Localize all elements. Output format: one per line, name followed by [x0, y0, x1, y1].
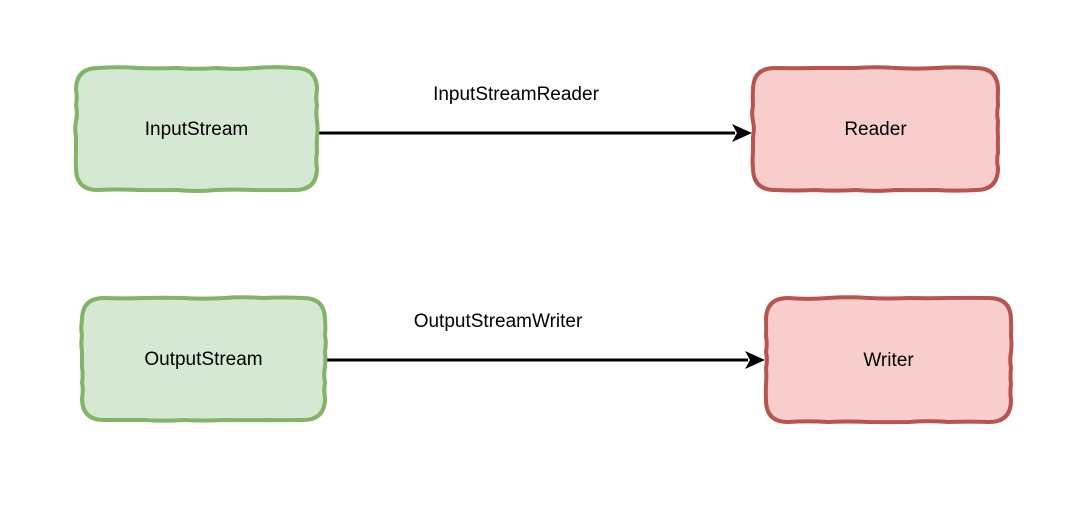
node-input-stream[interactable]: InputStream — [73, 65, 320, 193]
arrow-head-icon — [732, 124, 752, 142]
edge-input-stream-to-reader[interactable]: InputStreamReader — [317, 84, 752, 142]
node-shape — [73, 65, 320, 193]
node-label: Reader — [844, 119, 907, 140]
node-writer[interactable]: Writer — [763, 295, 1014, 425]
arrow-head-icon — [745, 351, 765, 369]
node-label: Writer — [863, 350, 914, 371]
edge-output-stream-to-writer[interactable]: OutputStreamWriter — [325, 311, 765, 369]
node-shape — [750, 65, 1000, 193]
node-shape — [79, 295, 328, 423]
node-output-stream[interactable]: OutputStream — [79, 295, 328, 423]
edge-label: OutputStreamWriter — [414, 311, 583, 332]
node-reader[interactable]: Reader — [750, 65, 1000, 193]
node-label: InputStream — [145, 119, 249, 140]
node-shape — [763, 295, 1014, 425]
node-label: OutputStream — [144, 349, 262, 370]
edge-label: InputStreamReader — [433, 84, 599, 105]
